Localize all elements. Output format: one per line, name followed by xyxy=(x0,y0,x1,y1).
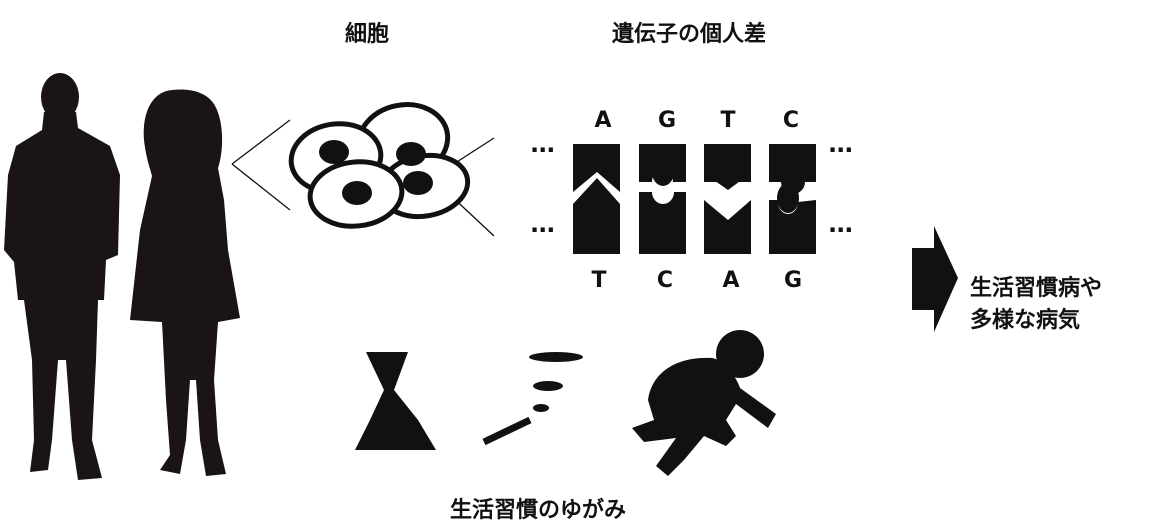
dna-bottom-base: C xyxy=(656,268,674,293)
dna-base-pair-icon xyxy=(573,144,816,254)
result-line2: 多様な病気 xyxy=(970,308,1081,333)
dna-ellipsis: ... xyxy=(828,130,853,158)
dna-bottom-base: G xyxy=(783,268,803,293)
dna-top-base: C xyxy=(782,108,800,133)
dna-bottom-base: A xyxy=(722,268,740,293)
result-label: 生活習慣病や 多様な病気 xyxy=(970,273,1130,337)
gene-variation-title: 遺伝子の個人差 xyxy=(612,22,767,47)
right-arrow-icon xyxy=(912,226,958,332)
sake-bottle-icon xyxy=(355,352,436,450)
cigarette-smoke-icon xyxy=(482,352,583,446)
lying-person-icon xyxy=(632,330,776,476)
lifestyle-distortion-label: 生活習慣のゆがみ xyxy=(450,498,627,523)
people-silhouette-icon xyxy=(4,73,240,480)
result-line1: 生活習慣病や xyxy=(970,276,1103,301)
cell-cluster-icon xyxy=(288,102,471,229)
dna-top-base: A xyxy=(594,108,612,133)
dna-bottom-base: T xyxy=(591,268,607,293)
dna-ellipsis: ... xyxy=(530,210,555,238)
dna-top-base: T xyxy=(720,108,736,133)
cells-title: 細胞 xyxy=(345,22,390,47)
dna-top-base: G xyxy=(657,108,677,133)
dna-ellipsis: ... xyxy=(828,210,853,238)
dna-ellipsis: ... xyxy=(530,130,555,158)
